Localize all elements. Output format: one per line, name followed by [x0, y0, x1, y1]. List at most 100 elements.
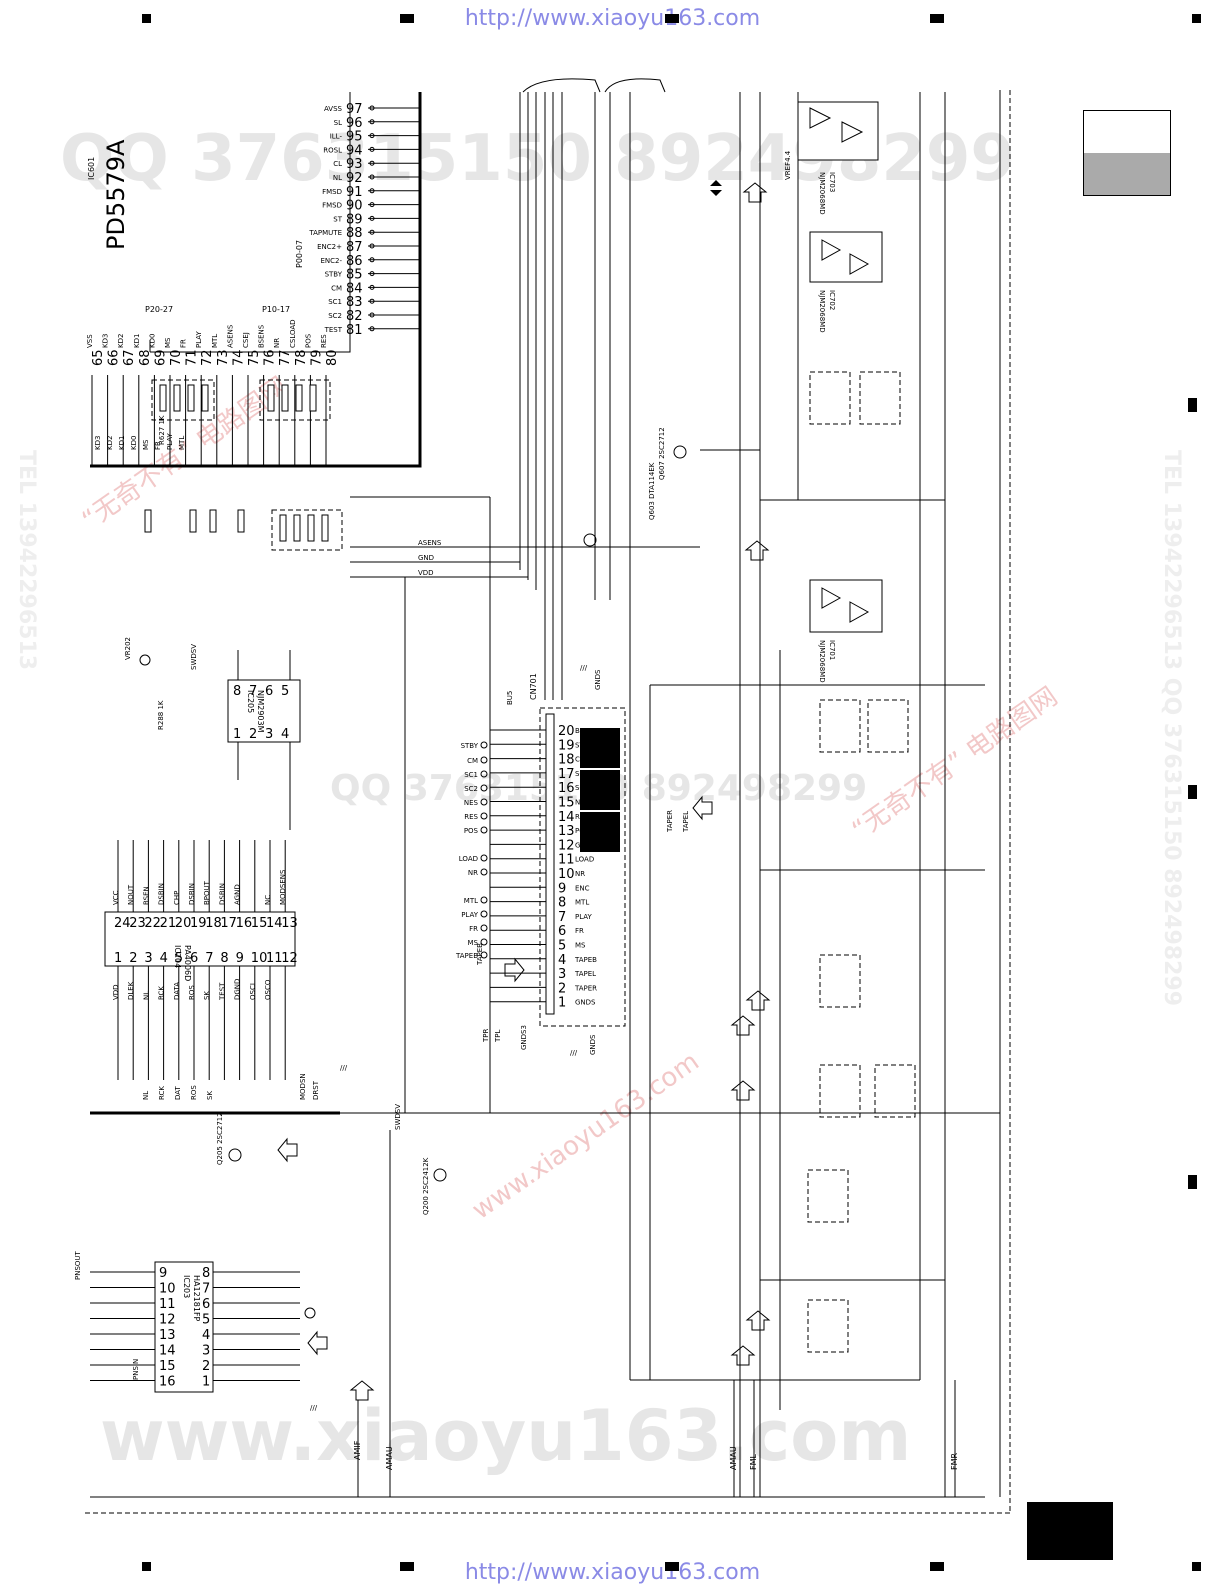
registration-mark [1188, 398, 1197, 412]
ic203-pin-number: 5 [202, 1313, 210, 1328]
ic204: 24VCC23NOUT22BSEN21DSBIN20CHP19DSBIN18BP… [104, 840, 298, 1080]
ic601-bottom-pin-number: 66 [107, 349, 122, 366]
ic601-pin-node [369, 298, 375, 304]
ic601-bottom-pin-name: RES [320, 334, 328, 348]
svg-text:PNSIN: PNSIN [132, 1359, 140, 1380]
svg-text:Q603 DTA114EK: Q603 DTA114EK [648, 462, 656, 520]
svg-text:IC701: IC701 [828, 640, 836, 660]
ic204-pin-name: DSBIN [218, 883, 226, 905]
cn701-pin-number: 18 [558, 753, 575, 768]
ic601-bottom-pin-name: PLAY [195, 330, 203, 348]
ic601-pin-number: 95 [346, 130, 363, 145]
ic601-pin-number: 82 [346, 309, 363, 324]
svg-text:1: 1 [233, 727, 241, 742]
kd-label: MS [142, 439, 150, 450]
ic601-bottom-pin-number: 73 [216, 349, 231, 366]
svg-text:///: /// [310, 1404, 318, 1412]
cn701-pin-name: RES [575, 813, 589, 821]
svg-text:R627 1K: R627 1K [158, 415, 166, 445]
ic204-pin-name: NOUT [127, 884, 135, 905]
cn701-pin-name: NES [575, 799, 590, 807]
signal-arrows [277, 180, 771, 1401]
connector-terminal-label: CM [467, 757, 478, 765]
ic702: IC702 NJM2068MD [809, 231, 883, 333]
cn701-pin-number: 12 [558, 838, 575, 853]
ic204-pin-number: 23 [129, 916, 146, 931]
kd-label: KD3 [94, 436, 102, 450]
ic204-pin-name: DLEK [127, 981, 135, 1000]
ic204-pin-number: 13 [281, 916, 298, 931]
ic701: IC701 NJM2068MD [809, 579, 883, 683]
connector-terminal [480, 868, 488, 876]
header-url[interactable]: http://www.xiaoyu163.com [464, 6, 761, 31]
ic703: IC703 NJM2068MD [797, 101, 879, 215]
ic204-pin-name: NL [142, 991, 150, 1000]
ic601-bottom-pin-name: VSS [86, 334, 94, 348]
ic601-pin-number: 91 [346, 185, 363, 200]
ic204-pin-number: 5 [175, 951, 183, 966]
ic204-pin-number: 4 [160, 951, 168, 966]
ic204-pin-number: 1 [114, 951, 122, 966]
ic204-pin-name: SK [203, 991, 211, 1000]
ic601-pin-number: 94 [346, 143, 363, 158]
ic601-pin-name: ENC2- [320, 257, 342, 265]
ic601-pin-number: 86 [346, 254, 363, 269]
ic601-pin-name: CM [331, 284, 342, 292]
ic204-pin-number: 6 [190, 951, 198, 966]
ic601-pin-name: NL [333, 174, 342, 182]
ic601-pin-name: TEST [324, 326, 343, 334]
svg-text:7: 7 [249, 684, 257, 699]
svg-text:BU5: BU5 [506, 691, 514, 705]
svg-text:TAPER: TAPER [666, 810, 674, 833]
svg-text:NJM2068MD: NJM2068MD [818, 172, 826, 215]
watermark-tel-left: TEL 13942296513 [14, 450, 39, 670]
ic601-right-pins: 97AVSS96SL95ILL-94ROSL93CL92NL91FMSD90FM… [308, 102, 420, 338]
ic204-pin-number: 11 [266, 951, 283, 966]
ic203-pin-number: 16 [159, 1375, 176, 1390]
cn701-pin-number: 6 [558, 924, 566, 939]
svg-text:SWDSV: SWDSV [190, 644, 198, 670]
ic-bottom-net-label: RCK [158, 1086, 166, 1100]
cn701-pin-number: 4 [558, 953, 566, 968]
ic601-pin-name: ST [333, 215, 342, 223]
ic203-pin-number: 13 [159, 1328, 176, 1343]
ic204-pin-name: BPOUT [203, 880, 211, 905]
ic601-pin-name: ILL- [330, 133, 343, 141]
ic601-bottom-pin-number: 78 [294, 349, 309, 366]
svg-text:///: /// [580, 664, 588, 672]
ic204-pin-name: RCK [158, 986, 166, 1000]
ic204-pin-name: VCC [112, 890, 120, 905]
net-label-vdd: VDD [418, 569, 434, 577]
cn701-pin-name: NR [575, 870, 585, 878]
svg-text:4: 4 [281, 727, 289, 742]
ic601-bottom-pin-number: 75 [247, 349, 262, 366]
ic601-pin-name: AVSS [324, 105, 343, 113]
registration-mark [1192, 14, 1201, 23]
cn701-ref: CN701 [529, 673, 538, 700]
registration-mark [1188, 785, 1197, 799]
connector-terminal-label: STBY [461, 742, 479, 750]
registration-mark [665, 1562, 679, 1571]
ic601-bottom-pin-number: 77 [278, 349, 293, 366]
registration-mark [400, 14, 414, 23]
cn701-pin-number: 2 [558, 981, 566, 996]
ic601-pin-name: TAPMUTE [308, 229, 342, 237]
ic204-pin-name: BSEN [142, 886, 150, 905]
ic204-pin-number: 9 [236, 951, 244, 966]
ic601-bottom-pin-name: KD2 [117, 334, 125, 348]
ic204-pin-number: 20 [175, 916, 192, 931]
cn701-pin-number: 8 [558, 896, 566, 911]
cn701-pin-name: POS [575, 827, 590, 835]
cn701-pin-number: 5 [558, 939, 566, 954]
footer-url[interactable]: http://www.xiaoyu163.com [464, 1560, 761, 1585]
ic601-pin-node [369, 174, 375, 180]
transistor-symbols [139, 445, 687, 1319]
ic-bottom-net-label: DRST [312, 1080, 320, 1100]
svg-text:TPL: TPL [494, 1030, 502, 1043]
cn701-pin-name: SC1 [575, 770, 589, 778]
svg-text:3: 3 [265, 727, 273, 742]
cn701-pin-name: STBY [575, 741, 593, 749]
ic601-bottom-pin-number: 71 [185, 349, 200, 366]
right-rails [630, 92, 985, 1497]
ic601-bottom-pin-name: NR [273, 338, 281, 348]
